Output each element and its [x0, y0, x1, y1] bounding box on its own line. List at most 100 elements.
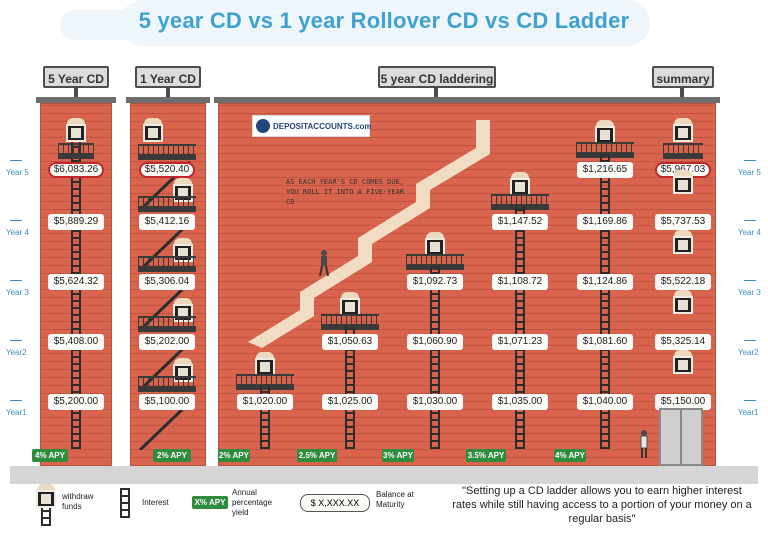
legend-withdraw-text: withdraw funds: [62, 492, 94, 511]
withdraw-window-icon: [36, 484, 56, 526]
year-tick: [10, 400, 22, 401]
balance-value: $5,624.32: [48, 274, 104, 290]
balcony-rail: [236, 374, 294, 384]
balance-value: $5,202.00: [139, 334, 195, 350]
bank-icon: [256, 119, 270, 133]
balance-value: $5,150.00: [655, 394, 711, 410]
balcony-rail: [58, 143, 94, 153]
window-arch-icon: [144, 118, 162, 124]
interest-ladder: [345, 326, 355, 449]
year-label: Year2: [738, 348, 759, 357]
interest-ladder-icon: [120, 488, 130, 518]
window-arch-icon: [174, 178, 192, 184]
balcony-rail: [576, 142, 634, 152]
window-arch-icon: [674, 350, 692, 356]
year-label: Year 3: [6, 288, 29, 297]
sign-cd-laddering: 5 year CD laddering: [378, 66, 496, 88]
sign-summary: summary: [652, 66, 714, 88]
apy-badge: 2.5% APY: [297, 449, 337, 462]
balance-value: $5,889.29: [48, 214, 104, 230]
year-tick: [10, 220, 22, 221]
year-tick: [744, 220, 756, 221]
balcony-floor: [138, 206, 196, 212]
balance-value: $1,108.72: [492, 274, 548, 290]
balcony-rail: [491, 194, 549, 204]
year-label: Year2: [6, 348, 27, 357]
window-arch-icon: [674, 290, 692, 296]
apy-badge: 4% APY: [32, 449, 68, 462]
balance-value: $5,520.40: [139, 162, 195, 178]
window-arch-icon: [341, 292, 359, 298]
balance-value: $5,325.14: [655, 334, 711, 350]
balcony-rail: [321, 314, 379, 324]
balance-value: $1,216.65: [577, 162, 633, 178]
ground: [10, 466, 758, 484]
apy-badge: 4% APY: [554, 449, 586, 462]
balance-value: $1,147.52: [492, 214, 548, 230]
sign-5-year-cd: 5 Year CD: [43, 66, 109, 88]
balcony-rail: [138, 376, 196, 386]
balance-value: $6,083.26: [48, 162, 104, 178]
legend-apy-badge: X% APY: [192, 496, 228, 509]
balance-value: $1,060.90: [407, 334, 463, 350]
window-arch-icon: [596, 120, 614, 126]
balance-value: $1,040.00: [577, 394, 633, 410]
legend: withdraw funds Interest X% APY Annual pe…: [0, 484, 440, 534]
fire-escape-stairs: [138, 160, 192, 450]
balcony-rail: [138, 256, 196, 266]
walking-person-icon: [319, 250, 329, 276]
page-title: 5 year CD vs 1 year Rollover CD vs CD La…: [138, 8, 630, 33]
apy-badge: 3% APY: [382, 449, 414, 462]
rollover-stairway: [248, 120, 490, 348]
apy-badge: 3.5% APY: [466, 449, 506, 462]
balance-value: $1,092.73: [407, 274, 463, 290]
year-tick: [744, 340, 756, 341]
cloud: [120, 0, 650, 46]
balance-value: $5,737.53: [655, 214, 711, 230]
year-tick: [744, 400, 756, 401]
year-tick: [10, 280, 22, 281]
balcony-floor: [663, 153, 703, 159]
year-label: Year 5: [6, 168, 29, 177]
sign-1-year-cd: 1 Year CD: [135, 66, 201, 88]
window-icon: [673, 296, 693, 314]
balcony-rail: [663, 143, 703, 153]
year-label: Year 5: [738, 168, 761, 177]
balance-value: $1,050.63: [322, 334, 378, 350]
sign-post: [166, 88, 170, 100]
balance-value: $1,030.00: [407, 394, 463, 410]
roof-cap: [36, 97, 116, 103]
balance-value: $5,306.04: [139, 274, 195, 290]
interest-ladder: [430, 266, 440, 449]
window-icon: [673, 176, 693, 194]
roof-cap: [126, 97, 210, 103]
window-arch-icon: [256, 352, 274, 358]
balance-value: $5,408.00: [48, 334, 104, 350]
balcony-rail: [406, 254, 464, 264]
year-label: Year 4: [6, 228, 29, 237]
balance-value: $5,100.00: [139, 394, 195, 410]
balance-value: $5,412.16: [139, 214, 195, 230]
window-arch-icon: [674, 230, 692, 236]
window-arch-icon: [674, 118, 692, 124]
interest-ladder: [600, 154, 610, 449]
balcony-floor: [138, 326, 196, 332]
apy-badge: 2% APY: [153, 449, 191, 462]
window-arch-icon: [511, 172, 529, 178]
ladder-quote: "Setting up a CD ladder allows you to ea…: [452, 485, 752, 525]
balance-value: $1,124.86: [577, 274, 633, 290]
apy-badge: 2% APY: [218, 449, 250, 462]
interest-ladder: [71, 142, 81, 449]
legend-balance-text: Balance at Maturity: [376, 490, 414, 509]
balcony-floor: [58, 153, 94, 159]
balcony-rail: [138, 316, 196, 326]
year-label: Year1: [738, 408, 759, 417]
year-tick: [744, 280, 756, 281]
interest-ladder: [260, 386, 270, 449]
sign-post: [680, 88, 684, 100]
balance-value: $1,169.86: [577, 214, 633, 230]
year-tick: [10, 160, 22, 161]
window-icon: [673, 356, 693, 374]
balcony-floor: [138, 266, 196, 272]
